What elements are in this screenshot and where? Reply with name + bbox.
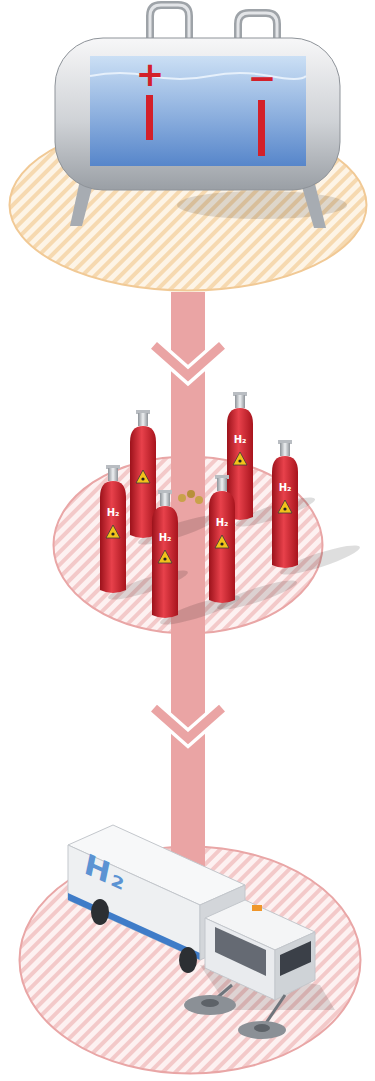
hydrogen-label: H₂ (107, 508, 120, 518)
hydrogen-label: H₂ (159, 533, 172, 543)
pipe (238, 13, 277, 52)
hydrogen-label: H₂ (234, 435, 247, 445)
chevron-outline (154, 345, 222, 375)
polarity-sign: − (248, 61, 277, 95)
stage-ellipse (52, 455, 324, 635)
polarity-sign: + (136, 57, 165, 91)
chevron-head (154, 708, 222, 738)
stage-ellipse (8, 118, 368, 292)
storage-stage: H₂H₂H₂H₂H₂ (52, 455, 324, 635)
stage-ellipse-shape (10, 120, 367, 291)
vehicle-stage: H₂ (18, 845, 362, 1075)
flow-arrow (154, 292, 222, 455)
flow-arrow (154, 635, 222, 845)
chevron-head (154, 345, 222, 375)
stage-ellipse-shape (20, 847, 361, 1074)
hydrogen-label: H₂ (216, 518, 229, 528)
pipe (150, 5, 189, 45)
stage-ellipse-shape (54, 457, 323, 634)
pipe-highlight (238, 13, 277, 52)
electrolyser-stage: +− (8, 118, 368, 292)
stage-ellipse (18, 845, 362, 1075)
flow-bar (171, 635, 205, 845)
hydrogen-label: H₂ (279, 483, 292, 493)
pipe-highlight (150, 5, 189, 45)
chevron-outline (154, 708, 222, 738)
flow-bar (171, 292, 205, 455)
